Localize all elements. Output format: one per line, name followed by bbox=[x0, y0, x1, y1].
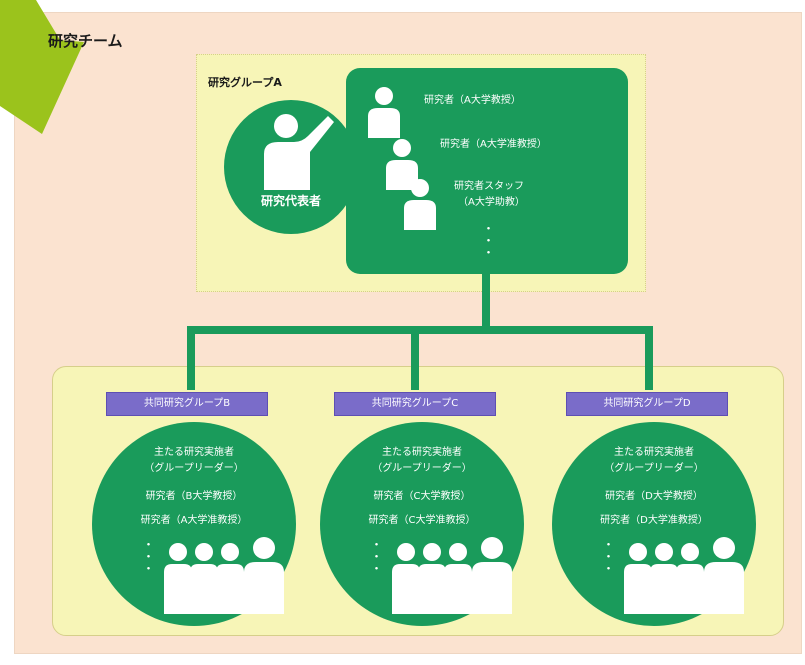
subgroup-line: 研究者（D大学准教授） bbox=[600, 515, 708, 526]
member-line: 研究者（A大学准教授） bbox=[440, 139, 547, 150]
subgroup-line: （グループリーダー） bbox=[372, 463, 472, 474]
connector-to-group-d bbox=[645, 326, 653, 390]
member-icon bbox=[386, 139, 418, 190]
group-a-label: 研究グループA bbox=[208, 76, 282, 89]
subgroup-line: （グループリーダー） bbox=[604, 463, 704, 474]
member-line: 研究者スタッフ bbox=[454, 181, 524, 192]
subgroup-line: 研究者（B大学教授） bbox=[145, 491, 243, 502]
subgroup-line: 主たる研究実施者 bbox=[154, 447, 234, 458]
member-line: 研究者（A大学教授） bbox=[424, 95, 521, 106]
subgroup-line: 主たる研究実施者 bbox=[382, 447, 462, 458]
people-group-icon bbox=[392, 537, 512, 614]
ellipsis: ・・・ bbox=[481, 222, 495, 258]
connector-horizontal bbox=[187, 326, 653, 334]
connector-to-group-b bbox=[187, 326, 195, 390]
representative-label: 研究代表者 bbox=[260, 194, 321, 208]
connector-to-group-c bbox=[411, 326, 419, 390]
ellipsis: ・・・ bbox=[141, 538, 155, 574]
arrow-icon bbox=[0, 0, 84, 134]
subgroup-label-d: 共同研究グループD bbox=[566, 392, 728, 416]
team-title: 研究チーム bbox=[48, 32, 123, 50]
connector-vertical-main bbox=[482, 272, 490, 332]
ellipsis: ・・・ bbox=[601, 538, 615, 574]
subgroup-line: （グループリーダー） bbox=[144, 463, 244, 474]
ellipsis: ・・・ bbox=[369, 538, 383, 574]
presenter-icon bbox=[264, 114, 334, 190]
subgroup-label-b: 共同研究グループB bbox=[106, 392, 268, 416]
member-icon bbox=[404, 179, 436, 230]
subgroup-label-c: 共同研究グループC bbox=[334, 392, 496, 416]
subgroup-line: 研究者（D大学教授） bbox=[605, 491, 703, 502]
member-line: （A大学助教） bbox=[458, 197, 525, 208]
subgroup-line: 研究者（C大学准教授） bbox=[368, 515, 476, 526]
people-group-icon bbox=[624, 537, 744, 614]
people-group-icon bbox=[164, 537, 284, 614]
member-icon bbox=[368, 87, 400, 138]
subgroup-line: 主たる研究実施者 bbox=[614, 447, 694, 458]
subgroup-line: 研究者（A大学准教授） bbox=[140, 515, 248, 526]
subgroup-line: 研究者（C大学教授） bbox=[373, 491, 471, 502]
